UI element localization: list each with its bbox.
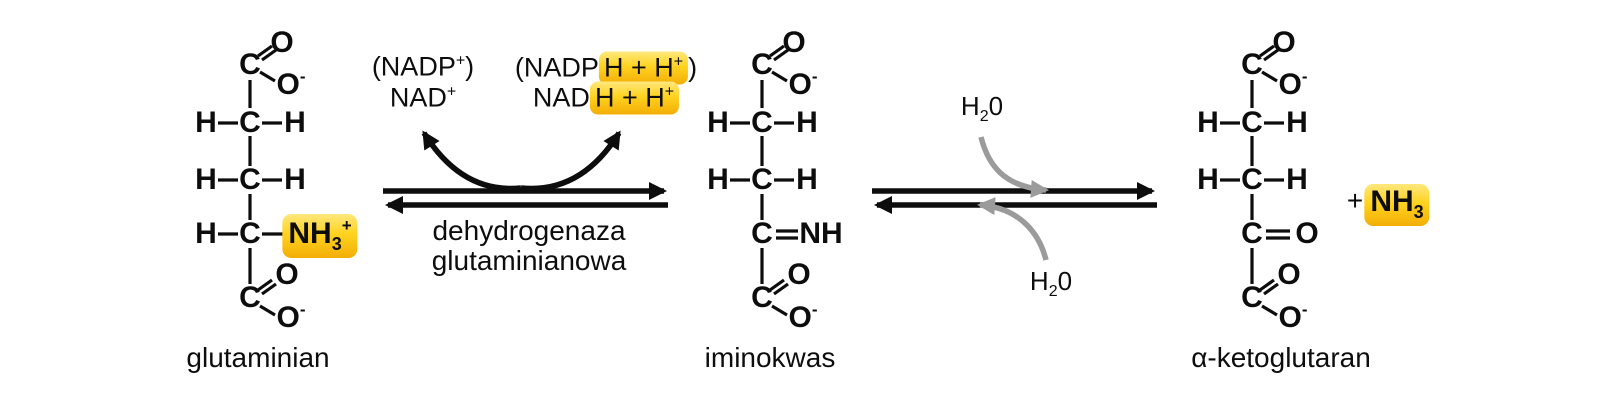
carbon-atom: C [239, 106, 261, 139]
oxygen-atom: O [275, 258, 299, 291]
ammonium-highlight: NH3+ [282, 214, 358, 258]
hydrogen-atom: H [796, 163, 818, 196]
hydrogen-atom: H [195, 217, 217, 250]
carbon-atom: C [1241, 48, 1263, 81]
imine-nh-group: NH [799, 217, 843, 250]
carbon-atom: C [751, 163, 773, 196]
water-label-top: H20 [960, 91, 1004, 125]
hydrogen-atom: H [195, 163, 217, 196]
molecule-label-iminoacid: iminokwas [704, 342, 836, 373]
enzyme-name-line1: dehydrogenaza [432, 215, 626, 246]
carbon-atom: C [751, 106, 773, 139]
enzyme-name-line2: glutaminianowa [431, 245, 627, 276]
plus-sign: + [1346, 185, 1364, 216]
oxygen-atom: O [782, 26, 806, 59]
imine-double-bond [776, 229, 798, 240]
hydrogen-atom: H [284, 106, 306, 139]
hydrogen-atom: H [195, 106, 217, 139]
molecule-label-glutamate: glutaminian [186, 342, 330, 373]
nadph-highlight: H + H+ [598, 51, 689, 85]
carbon-atom: C [239, 281, 261, 314]
keto-oxygen-atom: O [1295, 217, 1319, 250]
ammonia-highlight: NH3 [1364, 184, 1430, 226]
oxygen-atom: O [1272, 26, 1296, 59]
carboxylate-o-minus: O- [1278, 67, 1308, 101]
alpha-carbon-atom: C [239, 217, 261, 250]
molecule-label-ketoglutarate: α-ketoglutaran [1191, 342, 1371, 373]
hydrogen-atom: H [284, 163, 306, 196]
water-out-arrow [977, 197, 1049, 261]
hydrogen-atom: H [1286, 106, 1308, 139]
water-in-arrow [978, 136, 1049, 198]
carbon-atom: C [751, 48, 773, 81]
oxygen-atom: O [1277, 258, 1301, 291]
carbon-atom: C [1241, 163, 1263, 196]
hydrogen-atom: H [707, 106, 729, 139]
oxygen-atom: O [270, 26, 294, 59]
water-label-bottom: H20 [1029, 266, 1073, 300]
oxygen-atom: O [787, 258, 811, 291]
nad-oxidized-label: NAD+ [389, 82, 457, 113]
carboxylate-o-minus: O- [276, 300, 306, 334]
hydrogen-atom: H [1197, 106, 1219, 139]
hydrogen-atom: H [707, 163, 729, 196]
carboxylate-o-minus: O- [1278, 300, 1308, 334]
imine-carbon-atom: C [751, 217, 773, 250]
nadh-highlight: H + H+ [589, 81, 680, 115]
cofactor-curve-right-arrow [520, 130, 622, 192]
keto-carbon-atom: C [1241, 217, 1263, 250]
carboxylate-o-minus: O- [788, 67, 818, 101]
hydrogen-atom: H [1286, 163, 1308, 196]
carboxylate-o-minus: O- [788, 300, 818, 334]
nadp-oxidized-label: (NADP+) [371, 51, 475, 82]
carbon-atom: C [239, 163, 261, 196]
carbon-atom: C [239, 48, 261, 81]
hydrogen-atom: H [796, 106, 818, 139]
keto-double-bond [1266, 229, 1290, 240]
carboxylate-o-minus: O- [276, 67, 306, 101]
carbon-atom: C [1241, 106, 1263, 139]
hydrogen-atom: H [1197, 163, 1219, 196]
carbon-atom: C [1241, 281, 1263, 314]
cofactor-curve-left-arrow [421, 130, 522, 192]
carbon-atom: C [751, 281, 773, 314]
